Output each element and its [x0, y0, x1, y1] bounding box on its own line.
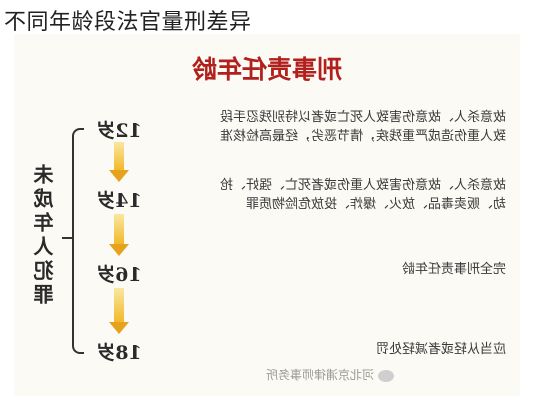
poster-title: 刑事责任年龄 [192, 55, 343, 84]
law-firm-logo-icon [378, 369, 394, 382]
right-bracket [72, 128, 84, 354]
arrow-14-to-16 [114, 214, 124, 244]
age-label-16: 16岁 [96, 264, 142, 286]
bracket-tick [62, 237, 72, 239]
watermark: 河北京浦律师事务所 [194, 366, 394, 383]
arrow-head-icon [109, 170, 129, 182]
age-label-14: 14岁 [96, 190, 142, 212]
age-16-description: 完全刑事责任年龄 [401, 262, 506, 277]
age-14-description: 故意杀人、故意伤害致人重伤或者死亡、强奸、抢劫、贩卖毒品、放火、爆炸、投放危险物… [219, 178, 506, 212]
arrow-head-icon [109, 244, 129, 256]
page-heading: 不同年龄段法官量刑差异 [4, 10, 252, 35]
watermark-text: 河北京浦律师事务所 [265, 368, 374, 382]
criminal-responsibility-age-poster: 刑事责任年龄 故意杀人、故意伤害致人死亡或者以特别残忍手段致人重伤造成严重残疾，… [14, 34, 520, 396]
age-label-18: 18岁 [96, 342, 142, 364]
mirrored-poster-content: 刑事责任年龄 故意杀人、故意伤害致人死亡或者以特别残忍手段致人重伤造成严重残疾，… [14, 34, 520, 396]
arrow-12-to-14 [114, 142, 124, 170]
juvenile-crime-label: 未成年人犯罪 [33, 164, 57, 308]
age-18-description: 应当从轻或者减轻处罚 [375, 342, 506, 357]
arrow-16-to-18 [114, 288, 124, 322]
arrow-head-icon [109, 322, 129, 334]
age-label-12: 12岁 [96, 120, 142, 142]
age-12-description: 故意杀人、故意伤害致人死亡或者以特别残忍手段致人重伤造成严重残疾，情节恶劣，经最… [219, 110, 506, 144]
